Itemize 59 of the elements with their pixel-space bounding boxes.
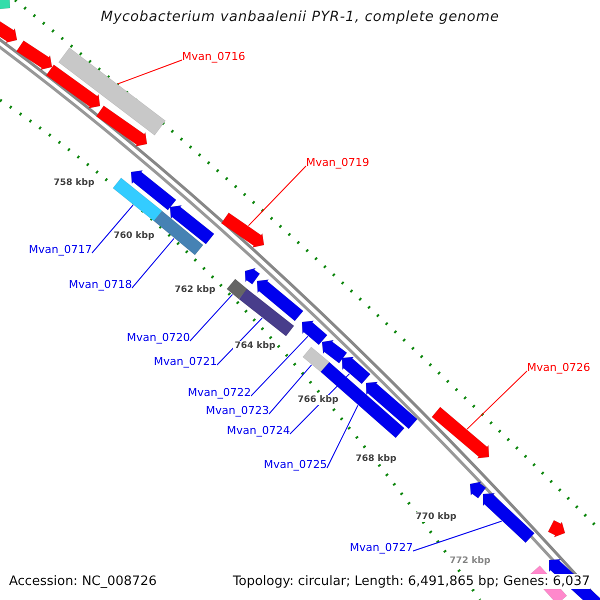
- gene-feature: [244, 268, 260, 285]
- gene-feature: [96, 105, 148, 147]
- genome-summary: Topology: circular; Length: 6,491,865 bp; Genes: 6,037: [232, 574, 590, 589]
- gene-label: Mvan_0718: [68, 278, 132, 291]
- accession-text: Accession: NC_008726: [9, 574, 157, 589]
- gene-feature: [0, 0, 10, 10]
- gene-feature: [154, 210, 204, 256]
- gene-feature: [112, 178, 162, 222]
- gene-feature: [342, 356, 371, 384]
- gene-label: Mvan_0723: [206, 404, 269, 417]
- gene-label: Mvan_0720: [126, 331, 190, 344]
- gene-label: Mvan_0727: [350, 541, 413, 554]
- scale-label: 764 kbp: [233, 341, 277, 351]
- leader-line: [117, 60, 182, 84]
- leader-line: [466, 370, 528, 430]
- gene-feature: [302, 320, 328, 346]
- gene-feature: [320, 362, 405, 438]
- gene-label: Mvan_0719: [306, 156, 370, 169]
- gene-feature: [548, 520, 566, 538]
- scale-label: 762 kbp: [173, 285, 217, 295]
- scale-label: 760 kbp: [112, 231, 156, 241]
- gene-label: Mvan_0724: [226, 424, 290, 437]
- gene-feature: [58, 48, 166, 136]
- leader-line: [216, 318, 263, 366]
- leader-line: [250, 336, 308, 396]
- gene-feature: [322, 340, 348, 364]
- gene-label: Mvan_0721: [154, 355, 217, 368]
- gene-feature: [170, 205, 214, 244]
- scale-label: 770 kbp: [414, 512, 458, 522]
- gene-label: Mvan_0725: [264, 458, 327, 471]
- leader-line: [412, 520, 502, 552]
- gene-label: Mvan_0717: [28, 243, 92, 256]
- gene-feature: [16, 40, 52, 70]
- scale-label: 772 kbp: [448, 556, 492, 566]
- gene-feature: [221, 212, 264, 248]
- leader-line: [92, 204, 134, 254]
- gene-feature: [482, 493, 535, 543]
- map-title: Mycobacterium vanbaalenii PYR-1, complete genome: [100, 9, 500, 25]
- leader-line: [132, 238, 174, 288]
- leader-line: [326, 404, 358, 468]
- gene-label: Mvan_0716: [182, 50, 246, 63]
- scale-label: 758 kbp: [52, 178, 96, 188]
- gene-feature: [432, 406, 490, 459]
- leader-line: [248, 166, 306, 226]
- gene-feature: [366, 382, 418, 430]
- scale-label: 766 kbp: [296, 395, 340, 405]
- gene-feature: [256, 279, 304, 322]
- leader-line: [268, 364, 312, 414]
- leader-line: [190, 294, 233, 342]
- gene-feature: [130, 170, 176, 210]
- gene-label: Mvan_0722: [188, 386, 251, 399]
- gene-label: Mvan_0726: [527, 361, 590, 374]
- gene-feature: [46, 64, 100, 108]
- gene-feature: [302, 346, 330, 372]
- gene-feature: [0, 18, 18, 44]
- gene-feature: [238, 288, 294, 336]
- gene-feature: [470, 481, 486, 498]
- scale-label: 768 kbp: [354, 454, 398, 464]
- gene-feature: [226, 278, 248, 300]
